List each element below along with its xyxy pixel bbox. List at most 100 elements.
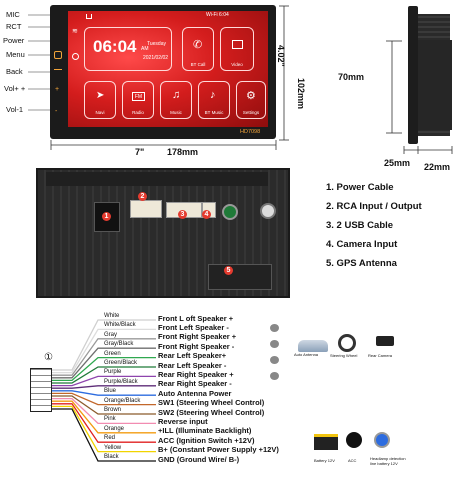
callout-1: 1	[102, 212, 111, 221]
side-label-volup: Vol+ +	[4, 84, 26, 93]
legend: 1. Power Cable 2. RCA Input / Output 3. …	[326, 182, 456, 269]
green-port[interactable]	[222, 204, 238, 220]
wire-line	[52, 403, 156, 443]
clock-time: 06:04	[93, 37, 137, 56]
wire-color-label: Blue	[104, 388, 117, 395]
connector-number: ①	[44, 352, 53, 363]
acc-label: ACC	[348, 458, 357, 463]
clock-widget: 06:04 AM Tuesday 2021/02/02	[84, 27, 172, 71]
thickness-b: 22mm	[424, 162, 451, 172]
wire-function-label: B+ (Constant Power Supply +12V)	[158, 445, 279, 455]
wire-function-label: Auto Antenna Power	[158, 388, 232, 398]
callout-5: 5	[224, 266, 233, 275]
tile-video[interactable]: Video	[220, 27, 254, 71]
wire-function-label: GND (Ground Wire/ B-)	[158, 454, 240, 464]
side-view: 70mm 25mm 22mm	[330, 0, 459, 175]
legend-item-rca: 2. RCA Input / Output	[326, 201, 422, 212]
back-top-strip	[46, 172, 268, 186]
tile-settings[interactable]: ⚙ Settings	[236, 81, 266, 119]
speaker-plug-icon	[270, 324, 279, 332]
camera-label: Rear Camera	[368, 353, 393, 358]
wire-function-label: +ILL (Illuminate Backlight)	[158, 426, 252, 436]
gear-icon: ⚙	[246, 90, 256, 102]
wire-function-label: Reverse input	[158, 416, 208, 426]
clock-date: 2021/02/02	[143, 55, 169, 61]
vol-up-button[interactable]: +	[55, 86, 60, 93]
legend-item-camera: 4. Camera Input	[326, 239, 398, 250]
wire-line	[52, 338, 156, 376]
tile-radio[interactable]: FM Radio	[122, 81, 154, 119]
wire-color-label: White	[104, 313, 120, 319]
wire-function-label: Rear Right Speaker -	[158, 379, 232, 389]
screen: Wi-Fi 6:04 ≋ 06:04 AM Tuesday 2021/02/02…	[68, 11, 268, 127]
navi-icon: ➤	[96, 90, 105, 101]
wire-function-label: ACC (Ignition Switch +12V)	[158, 435, 255, 445]
tile-bt-music[interactable]: ♪ BT Music	[198, 81, 230, 119]
wire-color-label: Gray	[104, 331, 118, 338]
depth-mm: 70mm	[338, 72, 365, 82]
wire-color-label: Green	[104, 350, 121, 357]
wire-color-label: Orange	[104, 425, 125, 432]
side-label-back: Back	[6, 67, 23, 76]
home-button[interactable]	[54, 51, 62, 59]
wire-line	[52, 356, 156, 382]
video-icon	[232, 40, 243, 49]
steering-device: Steering Wheel	[330, 334, 366, 360]
wire-line	[52, 395, 156, 415]
ignition-key-icon	[346, 432, 362, 448]
wire-line	[52, 390, 156, 396]
apps-grid-icon[interactable]	[72, 53, 79, 60]
status-bar: Wi-Fi 6:04	[68, 11, 268, 21]
radio-icon: FM	[132, 92, 145, 101]
side-label-power: Power	[3, 36, 25, 45]
callout-2: 2	[138, 192, 147, 201]
tile-bt-call[interactable]: ✆ BT Call	[182, 27, 214, 71]
legend-item-usb: 3. 2 USB Cable	[326, 220, 394, 231]
height-dimension-line	[279, 5, 289, 141]
wire-color-label: Yellow	[104, 444, 122, 451]
wire-line	[52, 385, 156, 389]
wifi-icon: ≋	[72, 28, 78, 35]
height-mm: 102mm	[296, 78, 306, 110]
rca-connector[interactable]	[130, 200, 162, 218]
tile-music[interactable]: ♫ Music	[160, 81, 192, 119]
wire-function-label: SW2 (Steering Wheel Control)	[158, 407, 265, 417]
headlamp-label: Headlamp detection line battery 12V	[370, 456, 406, 466]
back-button[interactable]	[54, 69, 62, 76]
height-inches: 4.02"	[276, 45, 286, 67]
bezel-buttons: + -	[52, 15, 64, 125]
wire-color-label: White/Black	[104, 322, 136, 329]
wire-color-label: Black	[104, 454, 119, 460]
speaker-plug-icon	[270, 372, 279, 380]
clock-weekday: Tuesday	[147, 41, 166, 47]
headlamp-icon	[374, 432, 390, 448]
speaker-plug-icon	[270, 356, 279, 364]
width-mm: 178mm	[165, 147, 201, 157]
wire-function-label: Front Right Speaker -	[158, 341, 235, 351]
clock-ampm: AM	[141, 46, 149, 52]
thickness-dimension-lines	[403, 146, 453, 154]
tile-navi[interactable]: ➤ Navi	[84, 81, 116, 119]
wire-line	[52, 405, 156, 453]
antenna-port[interactable]	[260, 203, 276, 219]
wire-function-label: Front L oft Speaker +	[158, 313, 234, 323]
bt-music-icon: ♪	[210, 89, 216, 101]
side-chassis-rear	[418, 40, 452, 130]
wire-color-label: Green/Black	[104, 360, 138, 366]
wire-line	[52, 408, 156, 462]
wire-line	[52, 392, 156, 406]
wire-line	[52, 328, 156, 374]
vol-down-button[interactable]: -	[55, 108, 58, 115]
wire-line	[52, 366, 156, 384]
wire-color-label: Purple/Black	[104, 378, 138, 385]
wire-color-label: Orange/Black	[104, 397, 141, 404]
legend-item-gps: 5. GPS Antenna	[326, 258, 397, 269]
side-label-mic: MIC	[6, 10, 20, 19]
gps-port[interactable]	[208, 264, 272, 290]
wire-lines	[52, 319, 156, 462]
width-dimension-line	[50, 140, 277, 150]
wire-line	[52, 397, 156, 425]
car-antenna-icon	[298, 340, 328, 352]
battery-label: Battery 12V	[314, 458, 335, 463]
wire-color-label: Pink	[104, 416, 116, 423]
